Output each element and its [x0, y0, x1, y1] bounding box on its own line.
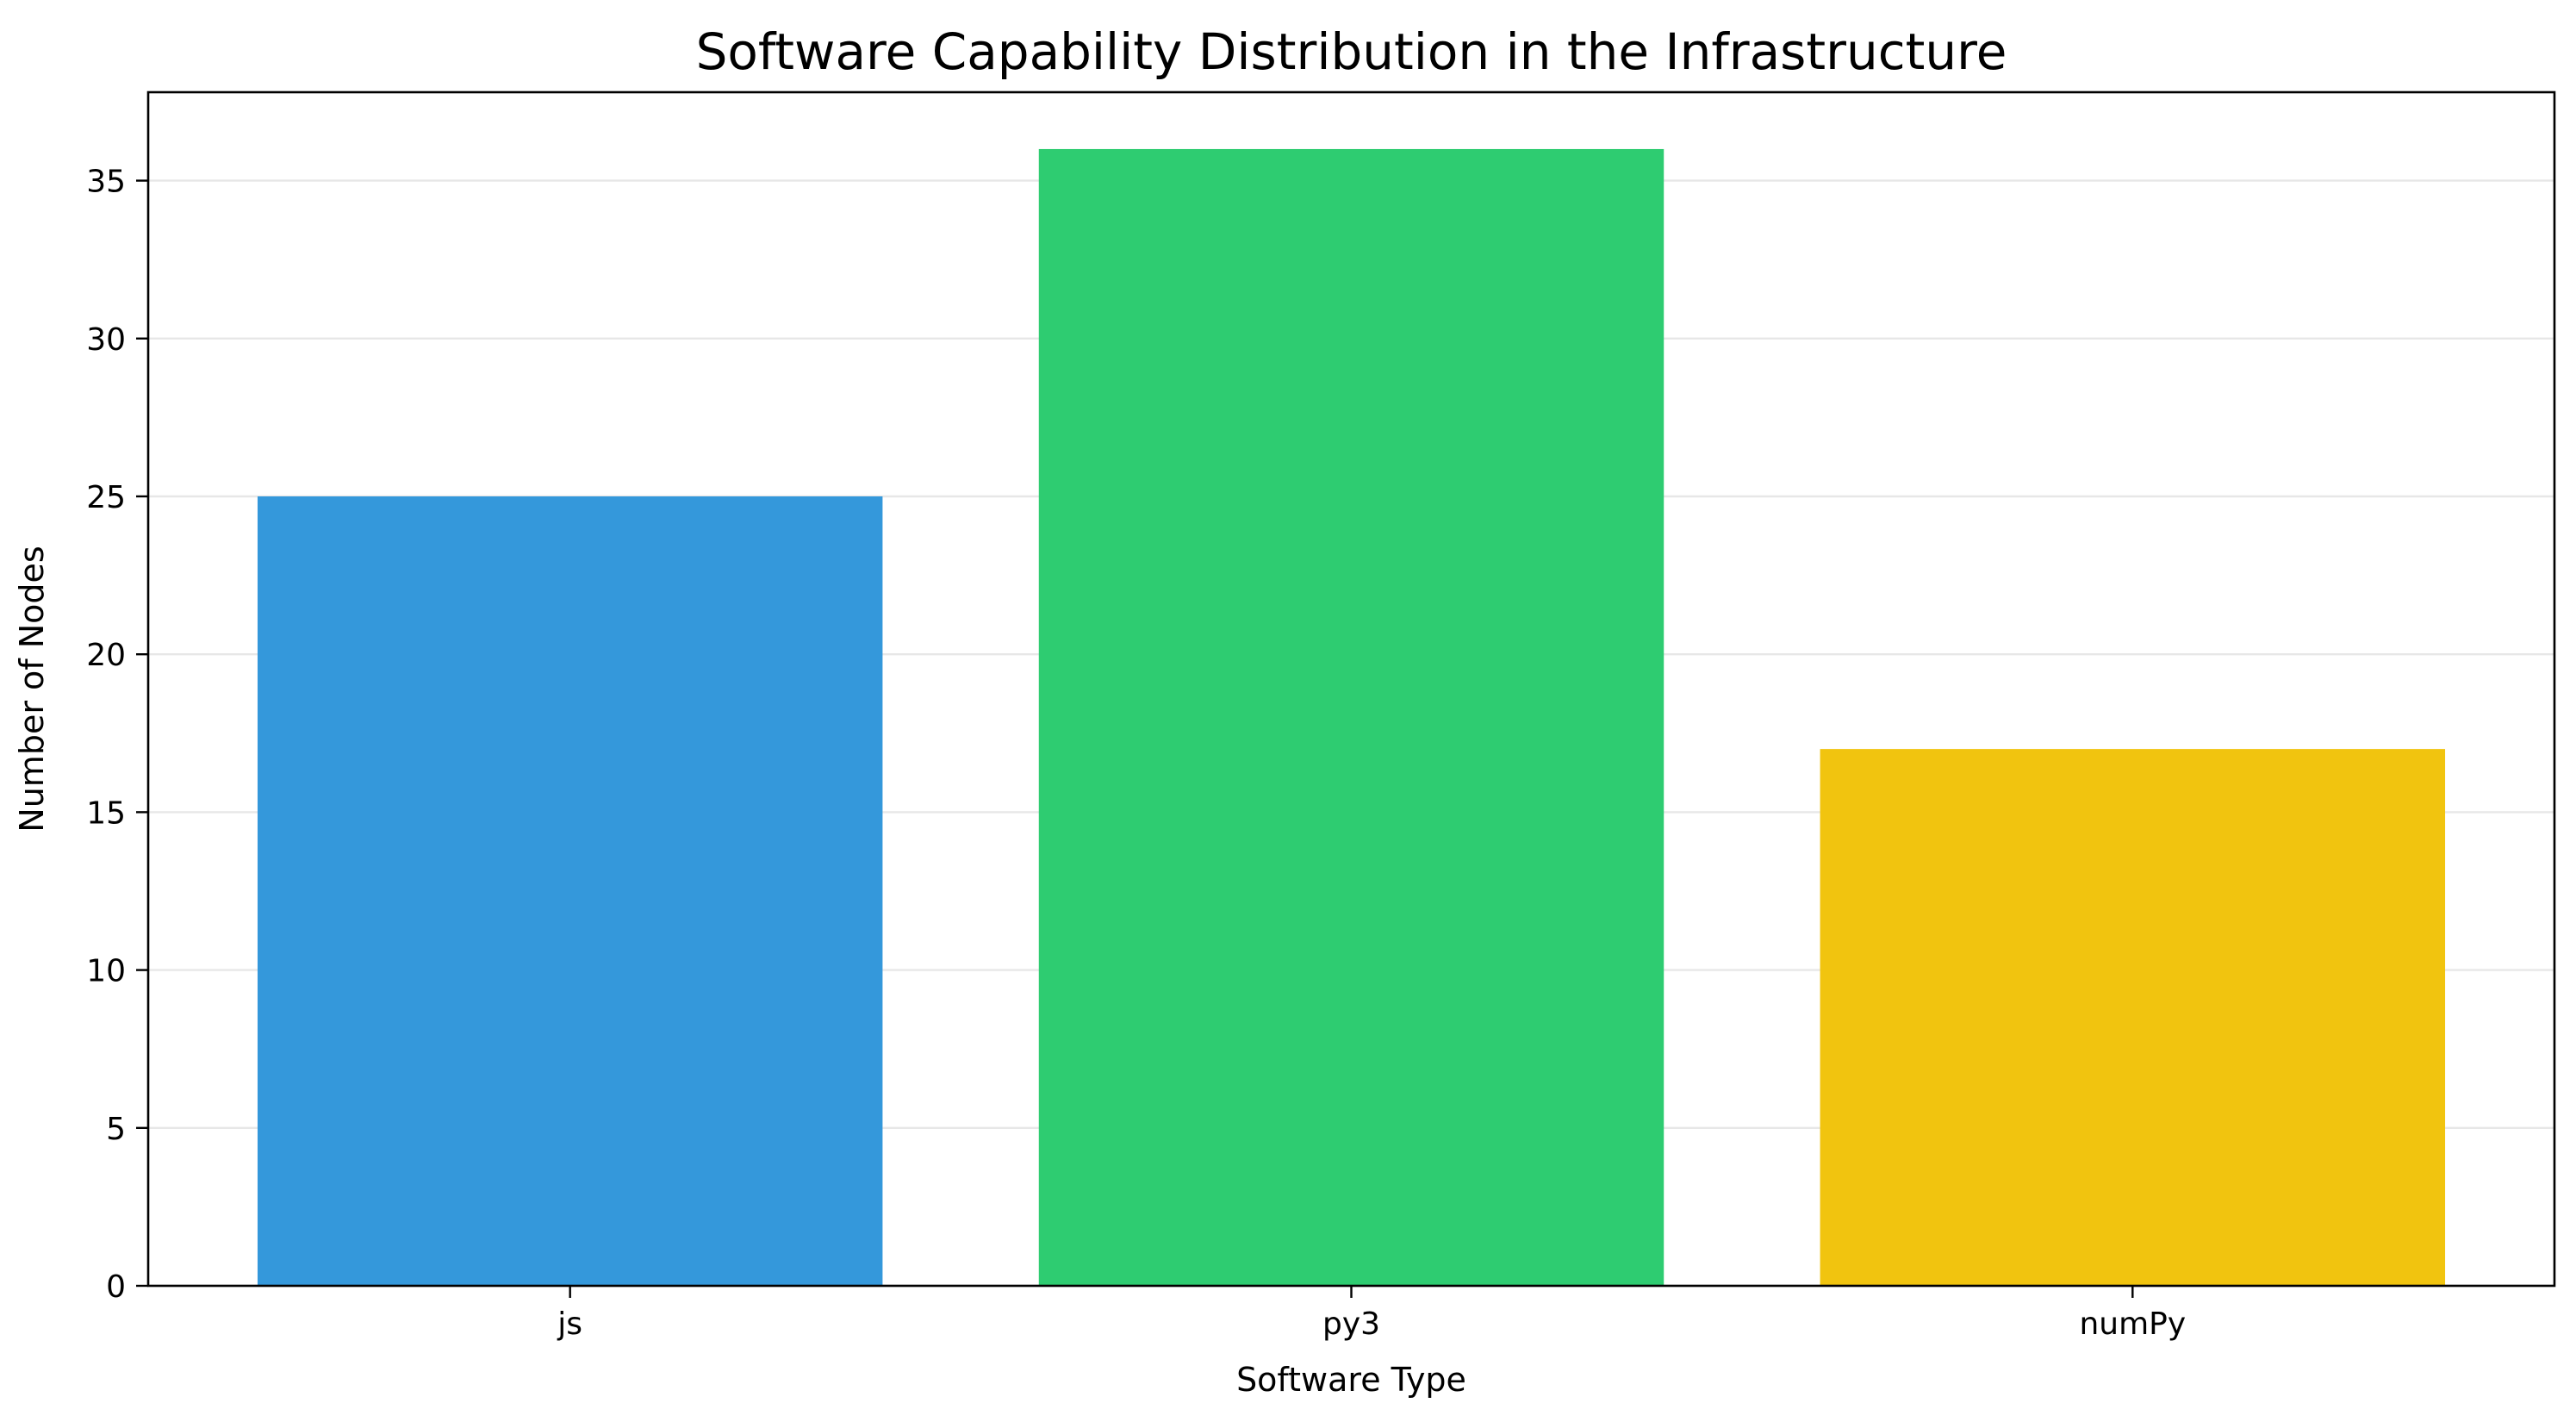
y-tick-label-15: 15 — [86, 795, 126, 831]
x-tick-label-js: js — [557, 1306, 582, 1342]
x-tick-label-numpy: numPy — [2079, 1306, 2186, 1342]
y-tick-label-25: 25 — [86, 480, 126, 515]
bar-py3 — [1038, 148, 1664, 1286]
bar-numpy — [1820, 749, 2446, 1286]
y-tick-label-20: 20 — [86, 638, 126, 673]
x-axis-ticks: js py3 numPy — [557, 1286, 2186, 1342]
y-tick-label-30: 30 — [86, 322, 126, 358]
bars — [257, 148, 2446, 1286]
chart-title: Software Capability Distribution in the … — [696, 22, 2007, 81]
bar-js — [257, 496, 883, 1286]
y-axis-label: Number of Nodes — [13, 546, 51, 832]
x-tick-label-py3: py3 — [1322, 1306, 1380, 1342]
y-tick-label-35: 35 — [86, 165, 126, 200]
y-tick-label-0: 0 — [106, 1269, 126, 1305]
x-axis-label: Software Type — [1236, 1361, 1466, 1399]
y-tick-label-5: 5 — [106, 1112, 126, 1147]
y-axis-ticks: 0 5 10 15 20 25 30 35 — [86, 165, 148, 1305]
plot-frame — [146, 90, 2556, 1288]
y-tick-label-10: 10 — [86, 954, 126, 989]
